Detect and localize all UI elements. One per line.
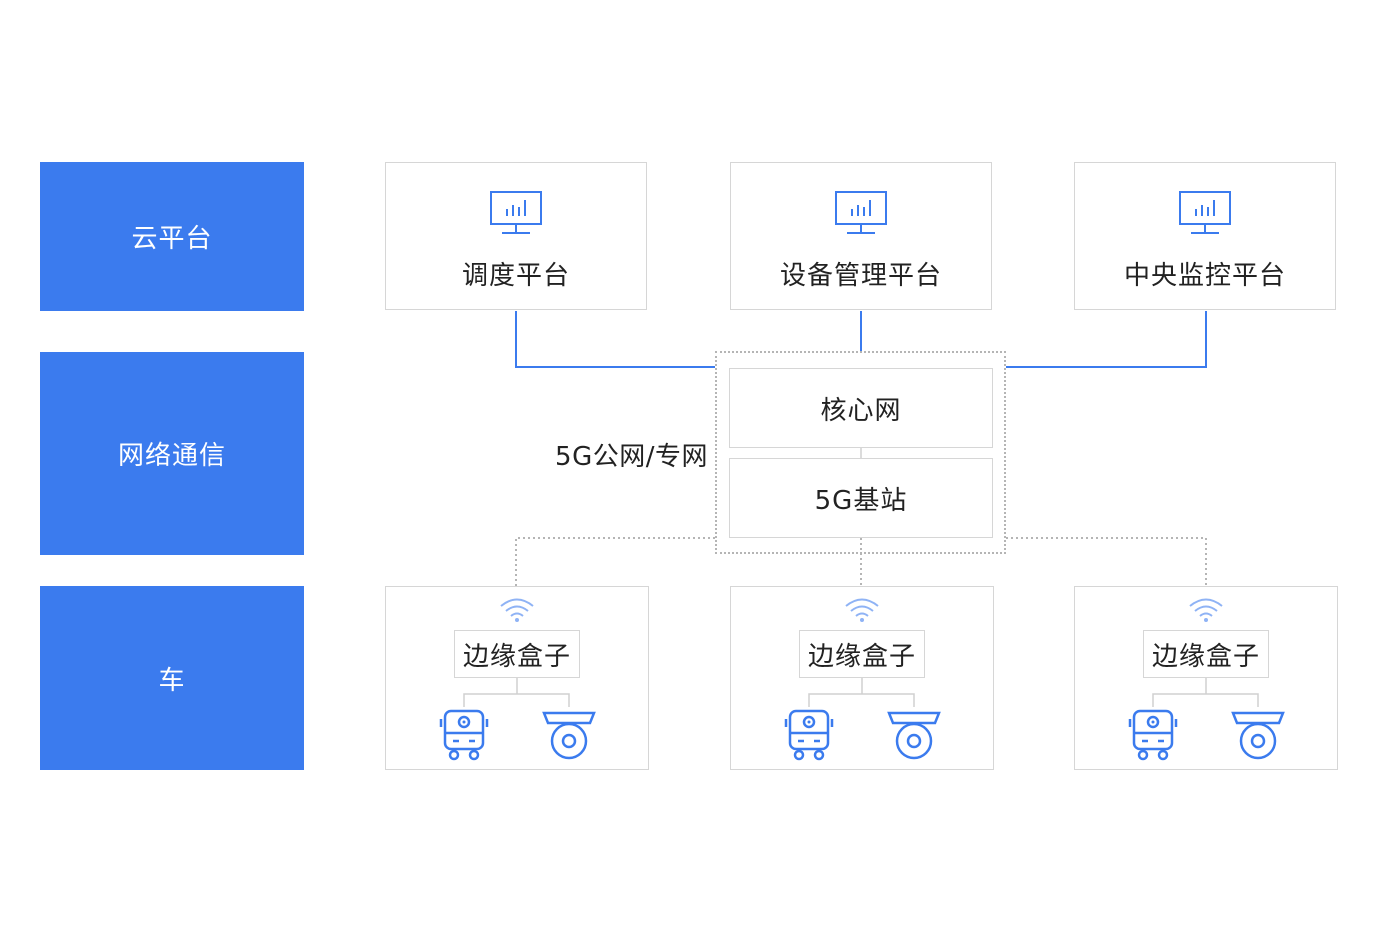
platform-device-management: 设备管理平台 [730, 162, 992, 310]
edge-box: 边缘盒子 [799, 630, 925, 678]
bus-icon [439, 709, 489, 765]
vehicle-node: 边缘盒子 [385, 586, 649, 770]
monitor-chart-icon [1179, 191, 1231, 239]
edge-box-label: 边缘盒子 [807, 641, 916, 672]
camera-icon [887, 711, 941, 765]
camera-icon [1231, 711, 1285, 765]
vehicle-node: 边缘盒子 [1074, 586, 1338, 770]
network-link-label: 5G公网/专网 [555, 442, 708, 472]
wifi-icon [1188, 597, 1224, 627]
camera-icon [542, 711, 596, 765]
edge-box: 边缘盒子 [454, 630, 580, 678]
platform-dispatch: 调度平台 [385, 162, 647, 310]
platform-label: 中央监控平台 [1123, 261, 1286, 291]
platform-label: 设备管理平台 [779, 261, 942, 291]
base-station-box: 5G基站 [729, 458, 993, 538]
layer-cloud-platform: 云平台 [40, 162, 304, 311]
wifi-icon [499, 597, 535, 627]
core-network-label: 核心网 [820, 395, 902, 426]
edge-box-label: 边缘盒子 [1151, 641, 1260, 672]
monitor-chart-icon [490, 191, 542, 239]
bus-icon [1128, 709, 1178, 765]
edge-tree-lines [1152, 678, 1259, 707]
layer-label: 网络通信 [117, 441, 226, 471]
layer-vehicle: 车 [40, 586, 304, 770]
core-network-box: 核心网 [729, 368, 993, 448]
layer-network-communication: 网络通信 [40, 352, 304, 555]
platform-central-monitoring: 中央监控平台 [1074, 162, 1336, 310]
network-core-frame [715, 351, 1006, 554]
base-station-label: 5G基站 [814, 485, 908, 516]
monitor-chart-icon [835, 191, 887, 239]
vehicle-node: 边缘盒子 [730, 586, 994, 770]
layer-label: 车 [158, 665, 186, 696]
edge-tree-lines [463, 678, 570, 707]
platform-label: 调度平台 [461, 261, 570, 291]
edge-box: 边缘盒子 [1143, 630, 1269, 678]
edge-box-label: 边缘盒子 [462, 641, 571, 672]
wifi-icon [844, 597, 880, 627]
layer-label: 云平台 [131, 224, 213, 254]
bus-icon [784, 709, 834, 765]
edge-tree-lines [808, 678, 915, 707]
